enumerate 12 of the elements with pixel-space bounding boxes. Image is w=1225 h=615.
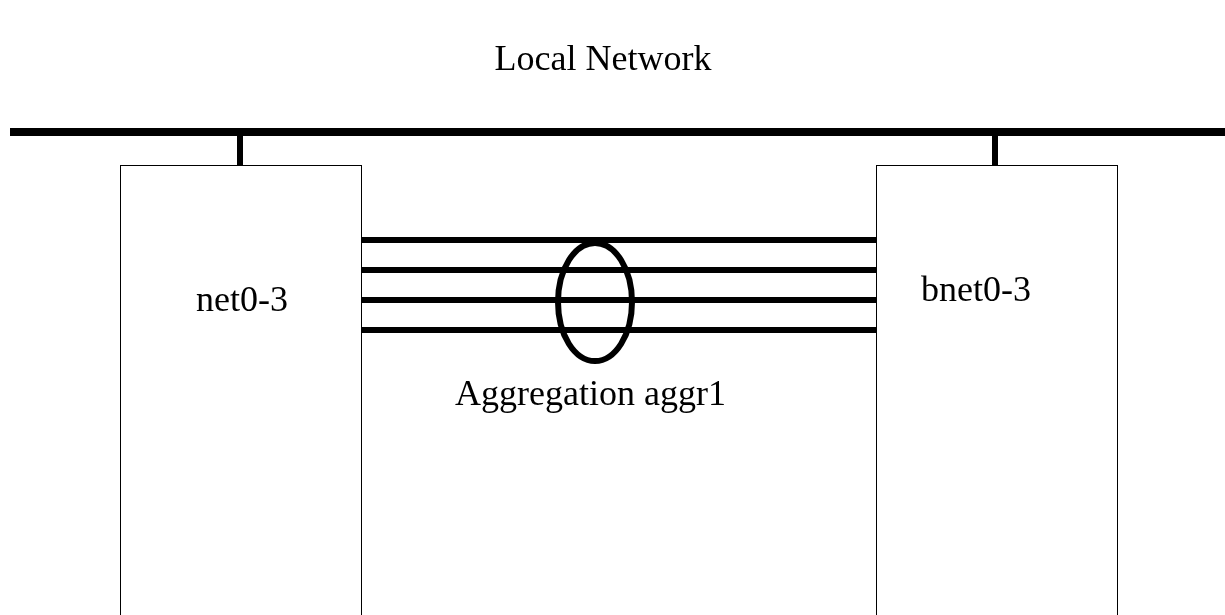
network-label: Local Network — [494, 40, 712, 76]
uplink-line — [237, 136, 243, 165]
link-line — [362, 237, 876, 243]
link-line — [362, 327, 876, 333]
aggregation-label: Aggregation aggr1 — [455, 375, 726, 411]
interface-label: net0-3 — [196, 281, 288, 317]
host-box — [876, 165, 1118, 615]
host-box — [120, 165, 362, 615]
link-line — [362, 267, 876, 273]
uplink-line — [992, 136, 998, 165]
link-line — [362, 297, 876, 303]
interface-label: bnet0-3 — [921, 271, 1031, 307]
